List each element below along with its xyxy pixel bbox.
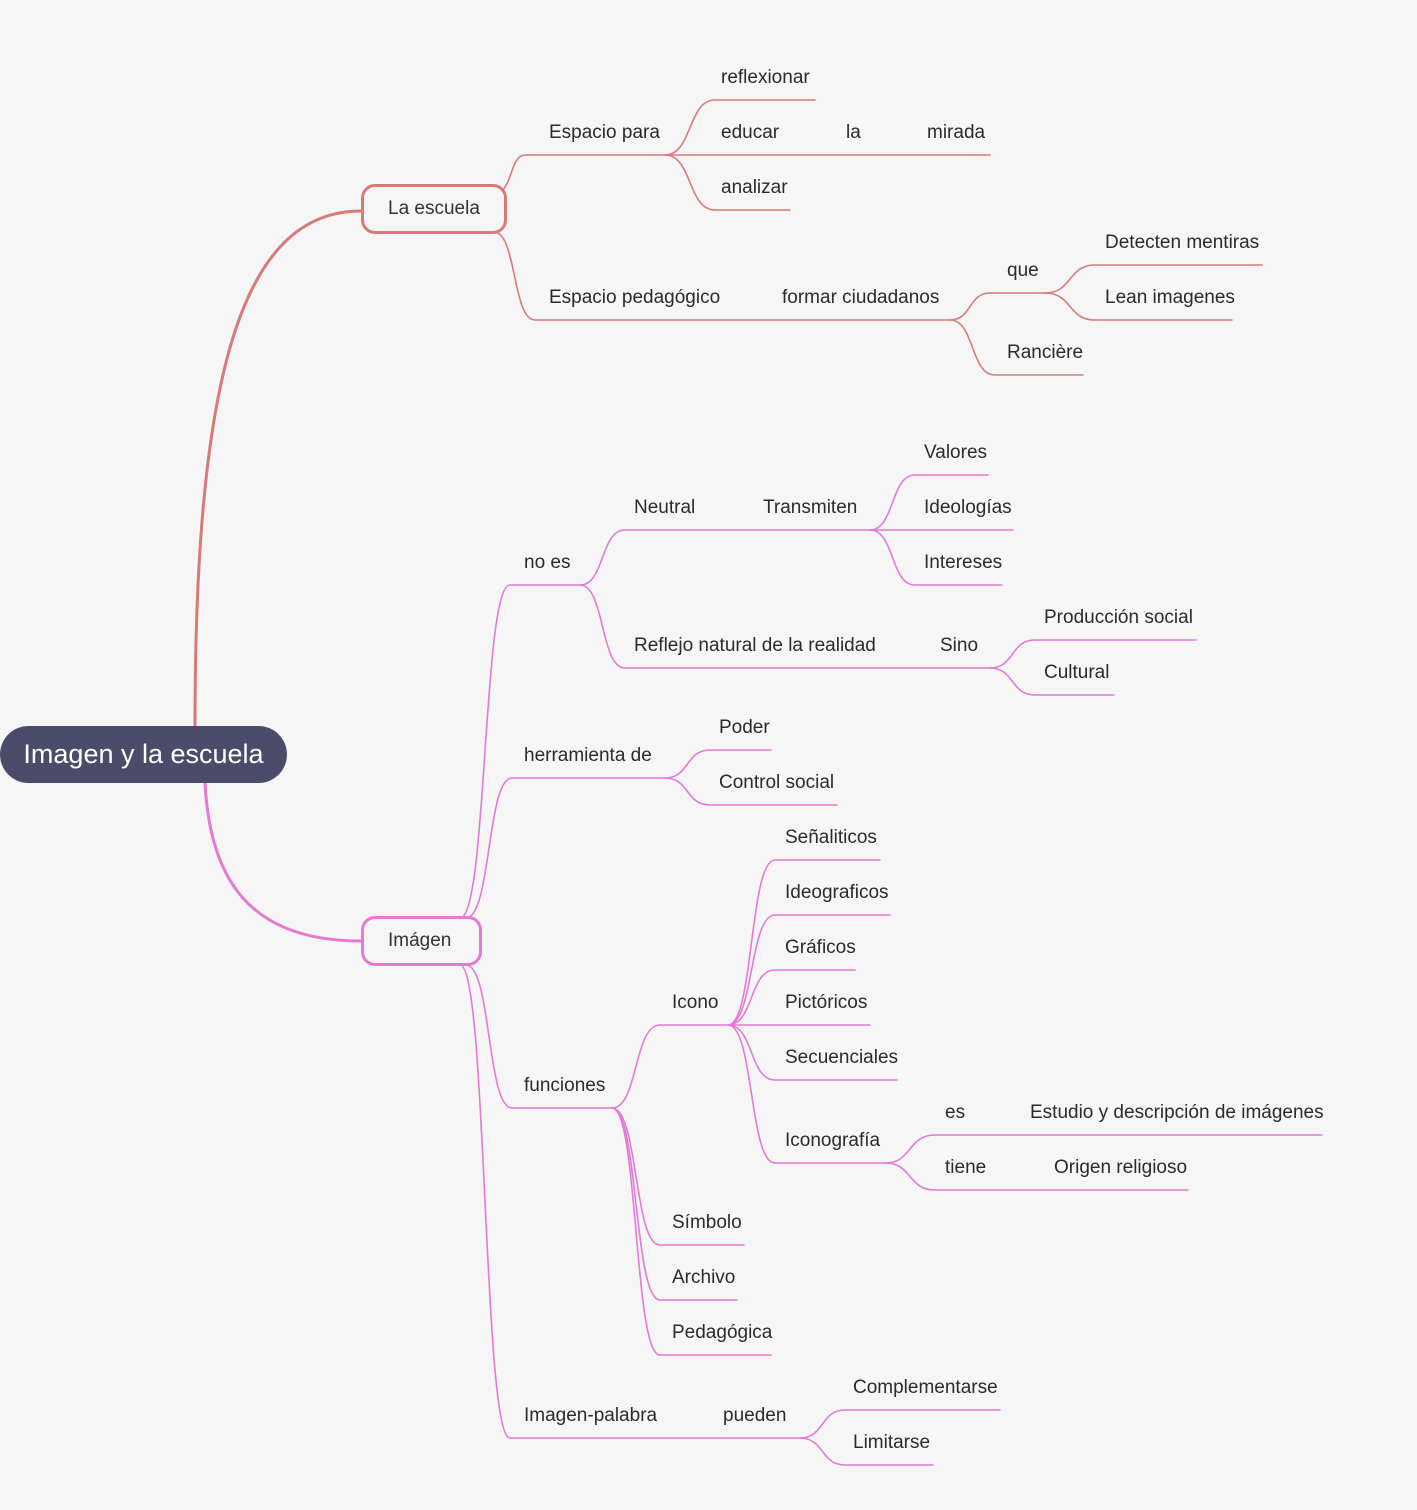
edge-poder	[664, 749, 772, 779]
node-complementarse[interactable]: Complementarse	[853, 1377, 998, 1398]
edge-detecten	[1044, 264, 1263, 294]
node-espacio-pedagogico[interactable]: Espacio pedagógico	[549, 287, 721, 308]
edge-no-es	[459, 584, 581, 919]
node-imagen-palabra[interactable]: Imagen-palabra	[524, 1405, 658, 1426]
edge-senaliticos	[727, 859, 881, 1026]
node-simbolo[interactable]: Símbolo	[672, 1212, 742, 1233]
edge-iconografia	[727, 1024, 886, 1164]
node-no-es[interactable]: no es	[524, 552, 571, 573]
node-neutral[interactable]: Neutral	[634, 497, 696, 518]
node-poder[interactable]: Poder	[719, 717, 770, 738]
edge-ranciere	[949, 319, 1084, 376]
node-la[interactable]: la	[846, 122, 861, 143]
edge-imagen-palabra	[459, 964, 801, 1439]
node-cultural[interactable]: Cultural	[1044, 662, 1110, 683]
edge-limitarse	[799, 1437, 934, 1466]
node-pedagogica[interactable]: Pedagógica	[672, 1322, 773, 1343]
edge-simbolo	[611, 1107, 745, 1246]
node-es[interactable]: es	[945, 1102, 966, 1123]
topic-imagen[interactable]: Imágen	[361, 916, 482, 966]
node-sino[interactable]: Sino	[940, 635, 979, 656]
edge-reflexionar	[664, 99, 816, 156]
node-tiene[interactable]: tiene	[945, 1157, 987, 1178]
edge-secuenciales	[727, 1024, 898, 1081]
node-ideograficos[interactable]: Ideograficos	[785, 882, 889, 903]
edge-lean	[1044, 292, 1233, 321]
node-herramienta-de[interactable]: herramienta de	[524, 745, 652, 766]
node-mirada[interactable]: mirada	[927, 122, 986, 143]
edge-es-estudio	[884, 1134, 1323, 1164]
node-origen-religioso[interactable]: Origen religioso	[1054, 1157, 1188, 1178]
node-formar-ciudadanos[interactable]: formar ciudadanos	[782, 287, 940, 308]
edge-analizar	[664, 154, 791, 211]
node-pueden[interactable]: pueden	[723, 1405, 787, 1426]
node-icono[interactable]: Icono	[672, 992, 719, 1013]
edge-control	[664, 777, 838, 806]
edge-icono	[611, 1024, 729, 1109]
node-analizar[interactable]: analizar	[721, 177, 788, 198]
node-estudio-descripcion[interactable]: Estudio y descripción de imágenes	[1030, 1102, 1324, 1123]
edge-espacio-pedagogico	[493, 231, 951, 321]
node-limitarse[interactable]: Limitarse	[853, 1432, 931, 1453]
edge-archivo	[611, 1107, 738, 1301]
edge-graficos	[727, 969, 856, 1026]
node-secuenciales[interactable]: Secuenciales	[785, 1047, 899, 1068]
edge-que	[949, 292, 1046, 321]
node-reflexionar[interactable]: reflexionar	[721, 67, 810, 88]
root-topic[interactable]: Imagen y la escuela	[0, 726, 287, 783]
edge-neutral	[579, 529, 871, 586]
edge-cultural	[989, 667, 1115, 696]
edge-herramienta	[465, 777, 666, 919]
edge-root-imagen	[203, 781, 363, 943]
node-funciones[interactable]: funciones	[524, 1075, 606, 1096]
edge-valores	[869, 474, 989, 531]
edge-produccion	[989, 639, 1197, 669]
node-iconografia[interactable]: Iconografía	[785, 1130, 881, 1151]
node-graficos[interactable]: Gráficos	[785, 937, 856, 958]
node-intereses[interactable]: Intereses	[924, 552, 1003, 573]
edge-ideograficos	[727, 914, 891, 1026]
edge-funciones	[465, 964, 613, 1109]
node-lean-imagenes[interactable]: Lean imagenes	[1105, 287, 1235, 308]
node-valores[interactable]: Valores	[924, 442, 988, 463]
node-detecten-mentiras[interactable]: Detecten mentiras	[1105, 232, 1260, 253]
node-senaliticos[interactable]: Señaliticos	[785, 827, 877, 848]
node-transmiten[interactable]: Transmiten	[763, 497, 858, 518]
node-espacio-para[interactable]: Espacio para	[549, 122, 660, 143]
node-pictoricos[interactable]: Pictóricos	[785, 992, 868, 1013]
node-ranciere[interactable]: Rancière	[1007, 342, 1084, 363]
node-produccion-social[interactable]: Producción social	[1044, 607, 1193, 628]
edge-tiene-origen	[884, 1162, 1189, 1191]
edge-pedagogica	[611, 1107, 772, 1356]
edge-espacio-para	[496, 154, 666, 193]
edge-reflejo	[579, 584, 991, 669]
node-ideologias[interactable]: Ideologías	[924, 497, 1012, 518]
edge-intereses	[869, 529, 1003, 586]
topic-la-escuela[interactable]: La escuela	[361, 184, 507, 234]
node-control-social[interactable]: Control social	[719, 772, 835, 793]
edge-root-escuela	[193, 209, 363, 728]
node-reflejo-natural[interactable]: Reflejo natural de la realidad	[634, 635, 876, 656]
edge-complementarse	[799, 1409, 1001, 1439]
node-educar[interactable]: educar	[721, 122, 780, 143]
node-archivo[interactable]: Archivo	[672, 1267, 736, 1288]
node-que[interactable]: que	[1007, 260, 1039, 281]
